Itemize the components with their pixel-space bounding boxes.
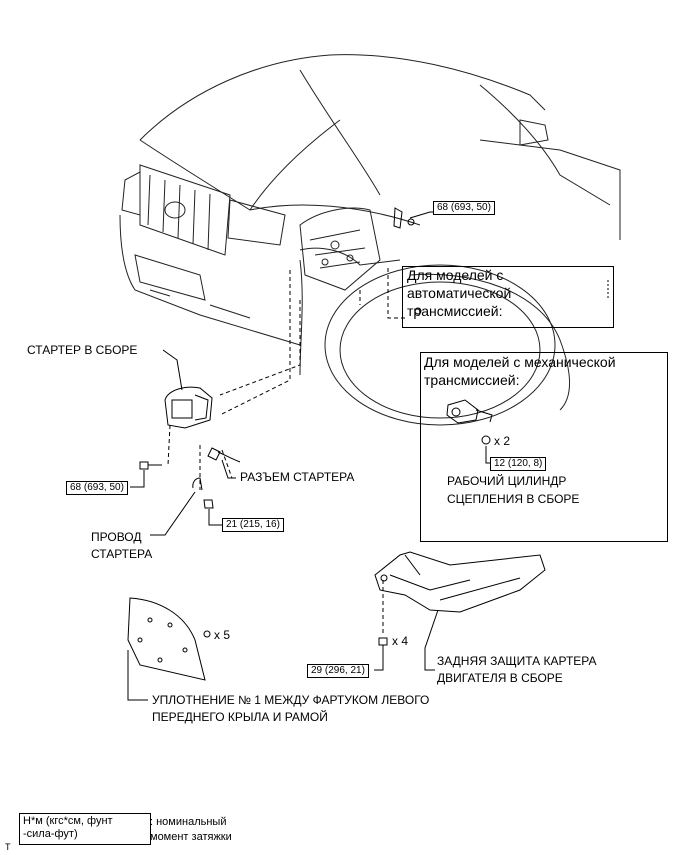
starter-bolt-icon: [139, 461, 162, 470]
rear-guard-leader: [424, 609, 439, 671]
guard-bolt-icon: [378, 637, 388, 660]
starter-connector-label: РАЗЪЕМ СТАРТЕРА: [240, 470, 355, 484]
manual-note-line1: Для моделей с механической: [424, 354, 616, 370]
starter-wire-label-line1: ПРОВОД: [91, 530, 142, 544]
torque-legend-box: Н*м (кгс*см, фунт -сила-фут): [19, 813, 151, 845]
wire-leader: [150, 491, 196, 536]
starter-leader: [162, 349, 183, 391]
guard-bolt-leader: [374, 660, 384, 671]
legend-desc-line1: : номинальный: [150, 816, 227, 828]
guard-bolt-torque: 29 (296, 21): [307, 664, 369, 678]
splash-seal-icon: [127, 597, 206, 681]
auto-transmission-box: [402, 266, 614, 328]
seal-clip-icon: [203, 630, 211, 638]
clutch-label-line2: СЦЕПЛЕНИЯ В СБОРЕ: [447, 492, 580, 506]
top-bolt-icon: [393, 207, 415, 229]
auto-note-line1: Для моделей с: [407, 267, 504, 283]
legend-line1: Н*м (кгс*см, фунт: [23, 815, 113, 827]
starter-bolt-leader: [130, 470, 145, 488]
auto-note-line3: трансмиссией:: [407, 303, 503, 319]
starter-nut-icon: [203, 499, 214, 509]
starter-nut-torque: 21 (215, 16): [222, 518, 284, 532]
starter-assembly-icon: [164, 386, 213, 429]
rear-guard-label-line1: ЗАДНЯЯ ЗАЩИТА КАРТЕРА: [437, 654, 597, 668]
clutch-bolt-qty: x 2: [494, 434, 511, 448]
seal-label-line2: ПЕРЕДНЕГО КРЫЛА И РАМОЙ: [152, 710, 328, 724]
top-bolt-leader: [409, 211, 433, 219]
clutch-label-line1: РАБОЧИЙ ЦИЛИНДР: [447, 474, 567, 488]
starter-wire-label-line2: СТАРТЕРА: [91, 547, 153, 561]
rear-guard-label-line2: ДВИГАТЕЛЯ В СБОРЕ: [437, 671, 563, 685]
legend-desc-line2: момент затяжки: [150, 831, 232, 843]
legend-marker: T: [5, 842, 11, 852]
clutch-cylinder-icon: [446, 399, 493, 424]
manual-transmission-box: [420, 352, 668, 542]
auto-note-line2: автоматической: [407, 285, 512, 301]
connector-leader: [221, 459, 236, 479]
starter-bolt-torque: 68 (693, 50): [66, 481, 128, 495]
seal-clip-qty: x 5: [214, 628, 231, 642]
clutch-bolt-torque: 12 (120, 8): [490, 457, 547, 471]
vehicle-illustration: [119, 54, 621, 426]
starter-connector-icon: [207, 447, 241, 463]
guard-bolt-qty: x 4: [392, 634, 409, 648]
clutch-bolt-leader: [485, 446, 490, 464]
seal-label-line1: УПЛОТНЕНИЕ № 1 МЕЖДУ ФАРТУКОМ ЛЕВОГО: [152, 693, 430, 707]
clutch-bolt-icon: [481, 435, 491, 445]
starter-wire-icon: [192, 477, 203, 491]
rear-engine-guard-icon: [374, 551, 546, 613]
assembly-guide-lines: [167, 268, 408, 635]
starter-assembly-label: СТАРТЕР В СБОРЕ: [27, 343, 138, 357]
starter-nut-leader: [208, 509, 222, 526]
top-bolt-torque: 68 (693, 50): [433, 201, 495, 215]
manual-note-line2: трансмиссией:: [424, 372, 520, 388]
auto-bolt-icon: [414, 307, 422, 315]
seal-leader: [127, 650, 148, 701]
legend-line2: -сила-фут): [23, 828, 78, 840]
